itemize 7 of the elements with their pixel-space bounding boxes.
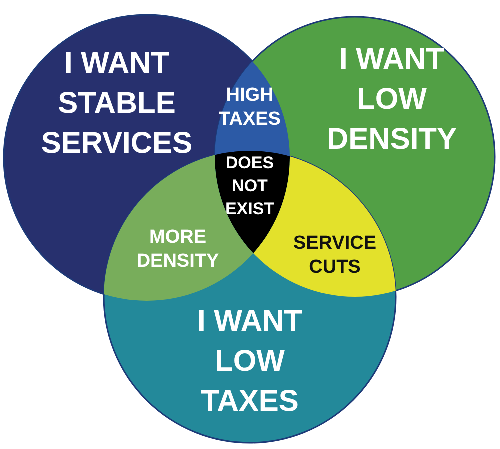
region-label: MORE DENSITY [136,226,220,274]
region-label: I WANT STABLE SERVICES [40,46,194,162]
region-label: I WANT LOW DENSITY [326,42,458,158]
region-label: HIGH TAXES [218,84,282,132]
region-label: I WANT LOW TAXES [196,304,304,420]
region-label: SERVICE CUTS [292,232,378,280]
region-label: DOES NOT EXIST [224,152,276,220]
